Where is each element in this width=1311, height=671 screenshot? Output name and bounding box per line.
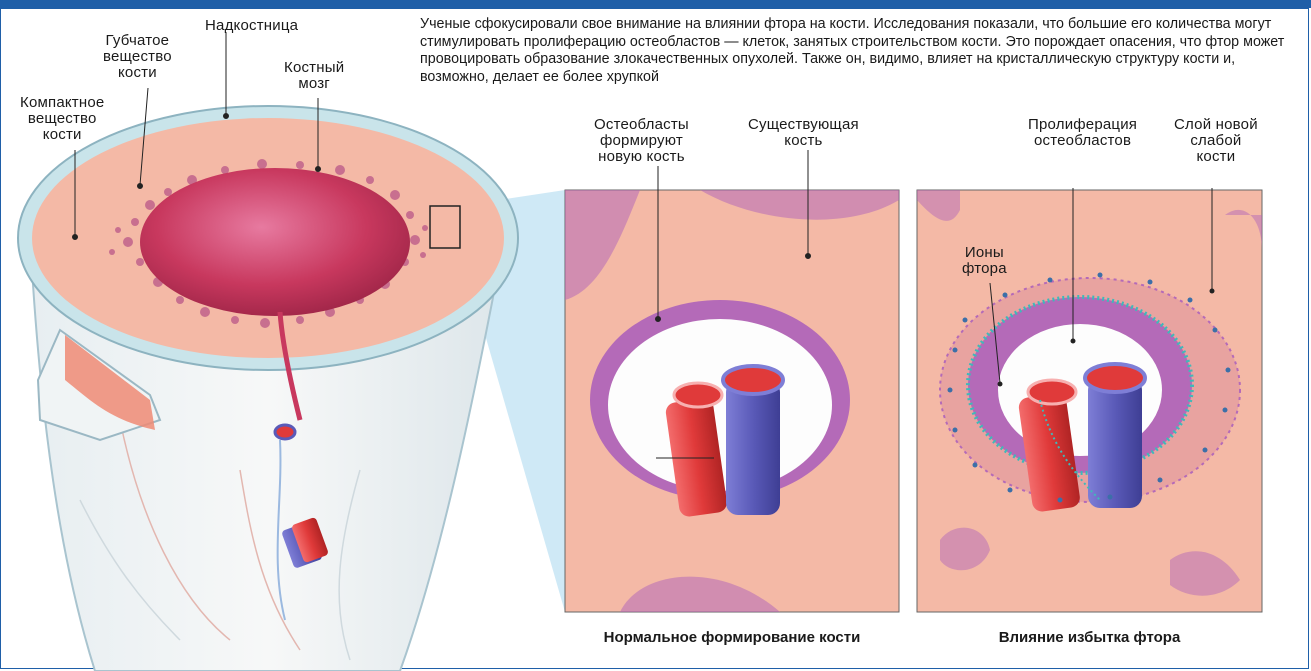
nutrient-vessel-small [275, 425, 295, 439]
caption-fluoride: Влияние избытка фтора [917, 629, 1262, 646]
marrow-shape [140, 168, 410, 316]
intro-paragraph: Ученые сфокусировали свое внимание на вл… [420, 16, 1304, 86]
label-periosteum: Надкостница [205, 18, 298, 34]
normal-panel [565, 190, 899, 612]
caption-normal: Нормальное формирование кости [565, 629, 899, 646]
